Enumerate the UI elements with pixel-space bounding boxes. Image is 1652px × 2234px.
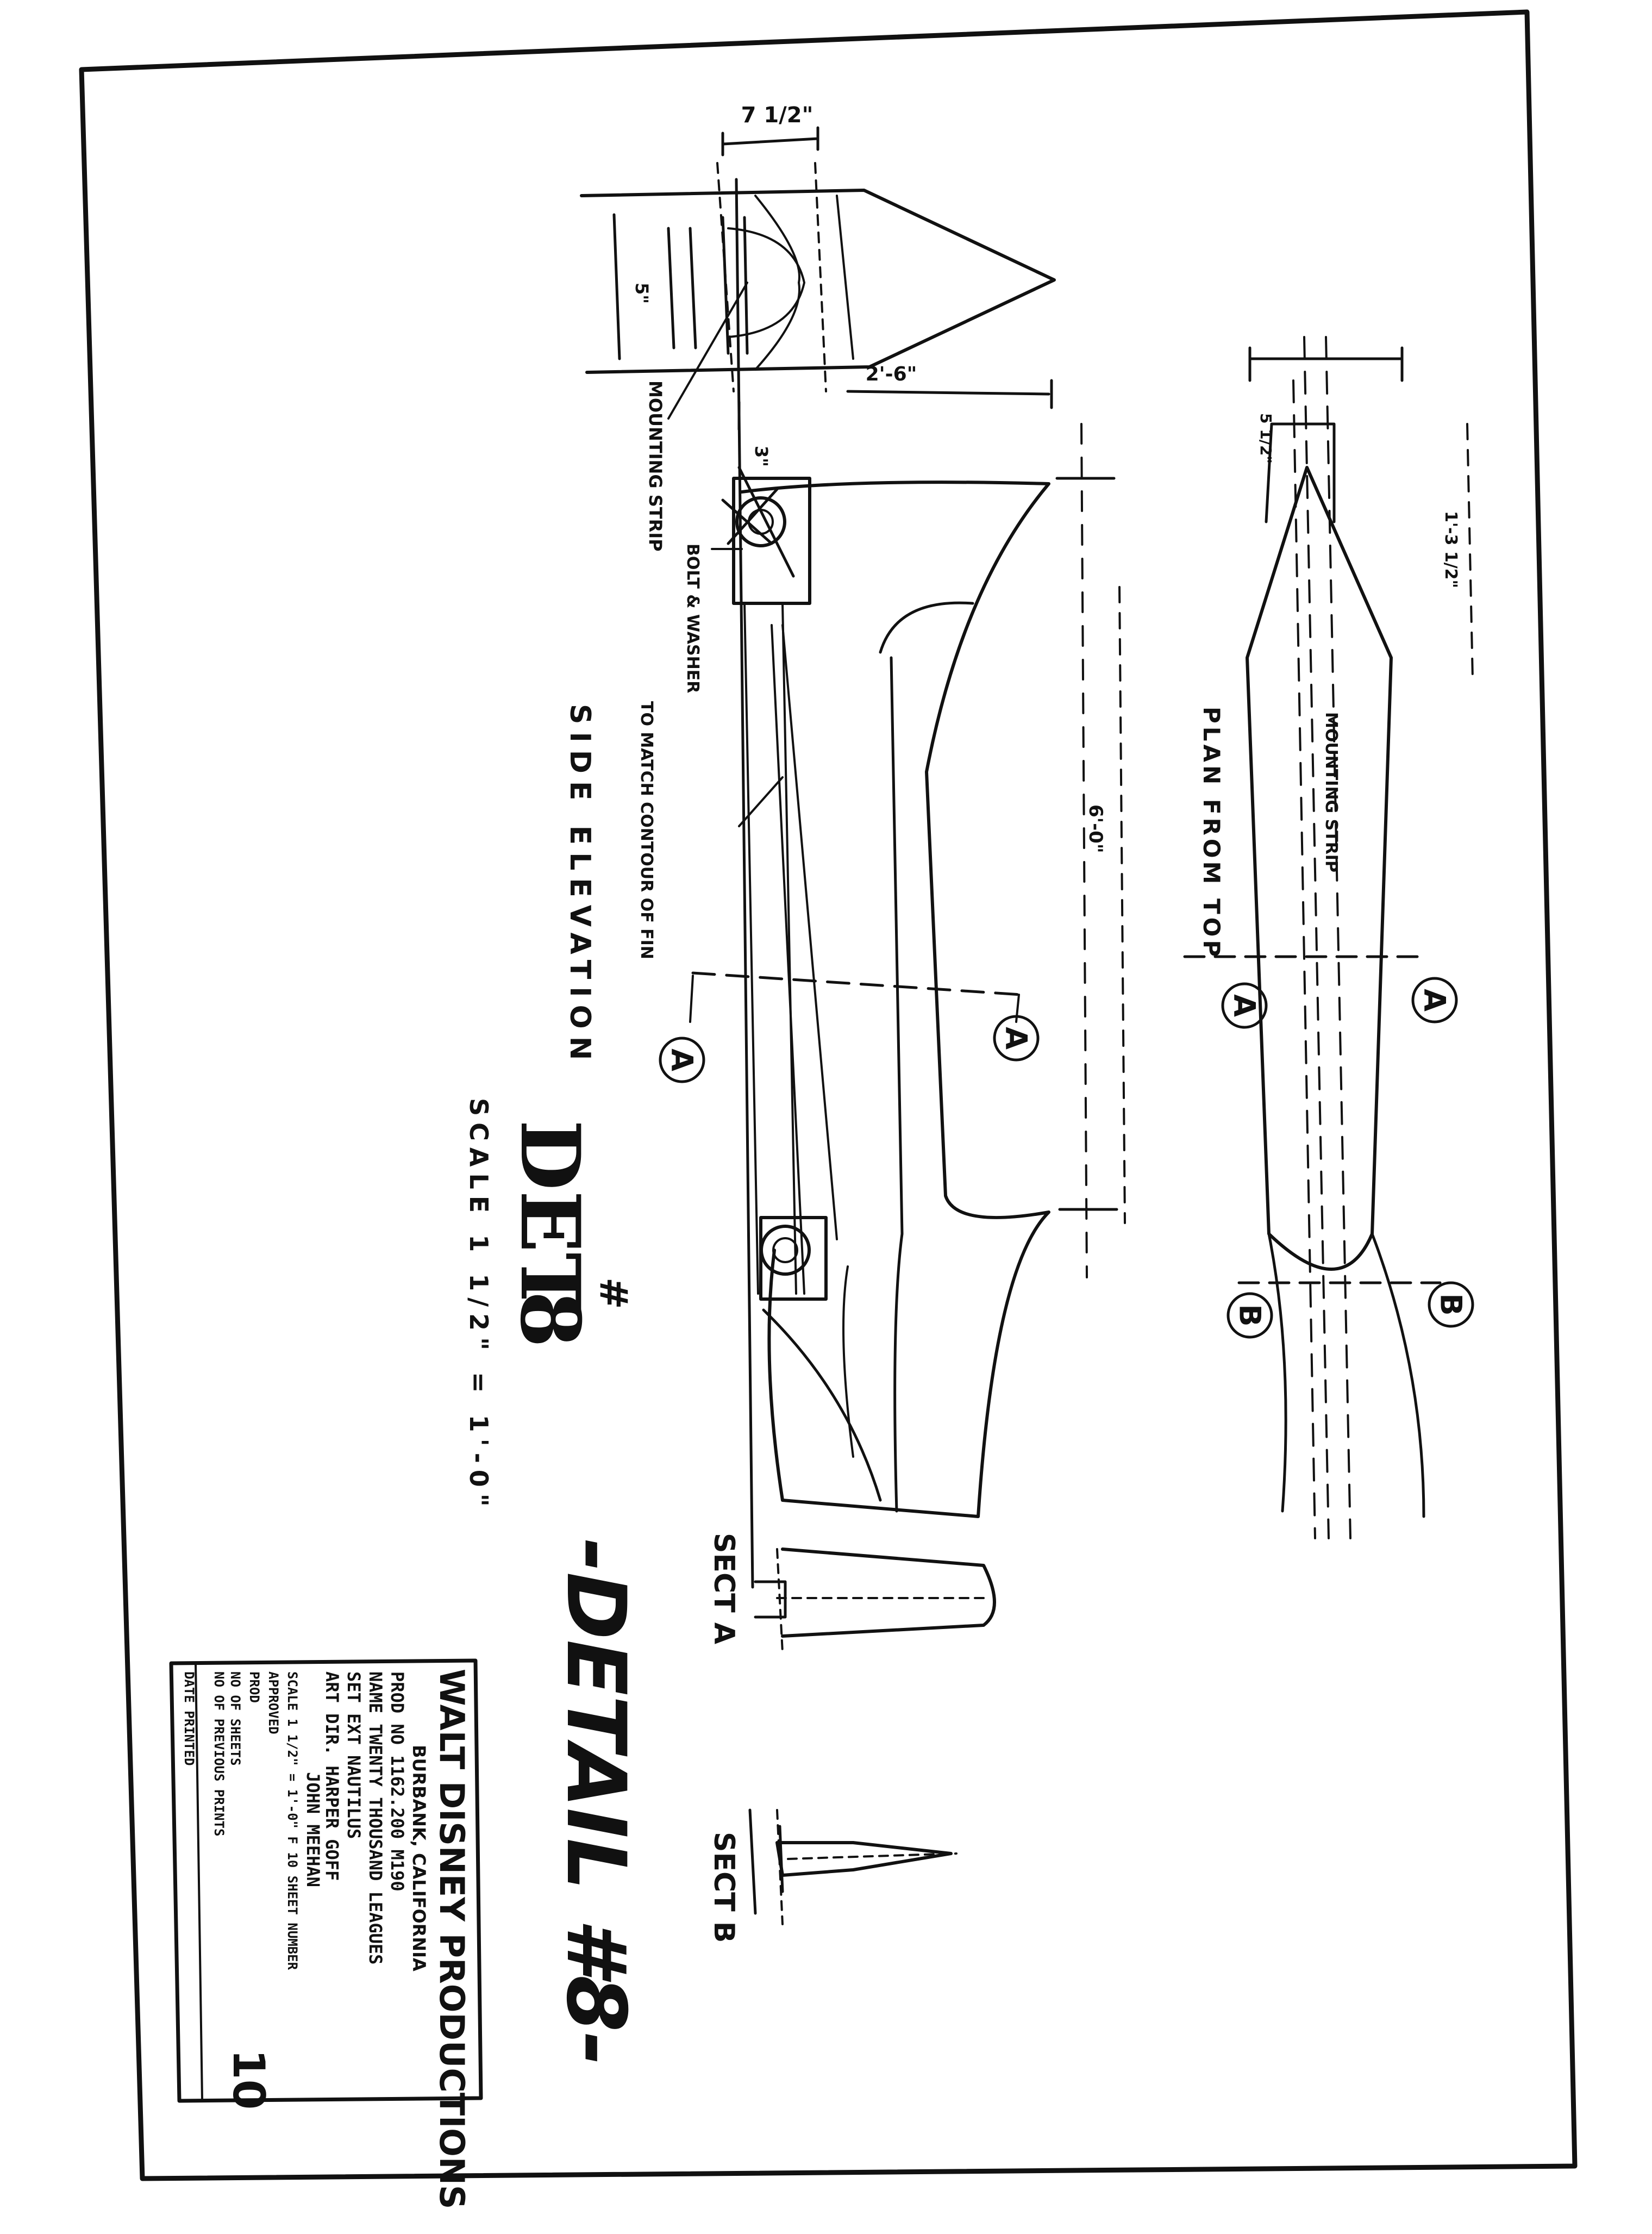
handwritten-detail-title: -DETAIL #8- [548, 1538, 643, 2066]
sheet-border [79, 9, 1578, 2181]
title-block: WALT DISNEY PRODUCTIONS BURBANK, CALIFOR… [169, 1658, 483, 2209]
prod-number: PROD NO 1162.200 M190 [387, 1671, 408, 1892]
detail-title: DET [502, 1120, 598, 1313]
sheet-number: 10 [223, 2049, 274, 2110]
designer-name: JOHN MEEHAN [303, 1772, 323, 1887]
set-name: SET EXT NAUTILUS [343, 1671, 364, 1839]
plan-from-top-title: PLAN FROM TOP [1198, 707, 1225, 960]
dim-7-5-label: 7 1/2" [741, 103, 814, 128]
plan-section-b-right: B [1434, 1293, 1468, 1315]
company-location: BURBANK, CALIFORNIA [409, 1745, 429, 1971]
side-elevation-title: SIDE ELEVATION [564, 704, 596, 1068]
sect-b-label: SECT B [708, 1832, 740, 1943]
detail-number: 8 [502, 1291, 598, 1347]
plan-section-a-right: A [1418, 989, 1452, 1012]
dim-3-label: 3" [751, 446, 772, 467]
plan-dim-side-label: 1'-3 1/2" [1441, 511, 1460, 588]
scale-line: SCALE 1 1/2" = 1'-0" F 10 SHEET NUMBER [285, 1671, 300, 1970]
plan-section-b-left: B [1233, 1304, 1267, 1326]
plan-from-top-view: A A B B PLAN FROM TOP MOUNTING STRIP 6'-… [1085, 336, 1474, 1539]
no-of-sheets-label: NO OF SHEETS [228, 1671, 243, 1765]
detail-number-sup: # [591, 1277, 636, 1309]
art-director: ART DIR. HARPER GOFF [322, 1671, 342, 1881]
match-contour-label: TO MATCH CONTOUR OF FIN [637, 701, 656, 959]
section-a-callout-right: A [999, 1027, 1034, 1050]
no-of-previous-prints-label: NO OF PREVIOUS PRINTS [211, 1671, 227, 1836]
end-view-detail: 7 1/2" 2'-6" 5" 3" [580, 103, 1056, 467]
prod-label: PROD [247, 1671, 262, 1703]
detail-scale: SCALE 1 1/2" = 1'-0" [464, 1098, 493, 1513]
approved-label: APPROVED [266, 1671, 281, 1734]
section-views: SECT A SECT B [708, 1533, 996, 1943]
date-printed-label: DATE PRINTED [182, 1671, 197, 1765]
sect-a-label: SECT A [708, 1533, 740, 1644]
plan-section-a-left: A [1228, 994, 1262, 1017]
mounting-strip-label: MOUNTING STRIP [645, 380, 666, 552]
plan-dim-6-label: 6'-0" [1085, 804, 1106, 853]
dim-5-label: 5" [631, 283, 652, 304]
plan-dim-small-label: 5 1/2" [1257, 413, 1275, 464]
dim-2-6-label: 2'-6" [866, 363, 917, 385]
production-name: NAME TWENTY THOUSAND LEAGUES [365, 1671, 386, 1964]
bolt-washer-label: BOLT & WASHER [683, 544, 702, 693]
section-a-callout-left: A [665, 1049, 699, 1071]
company-name: WALT DISNEY PRODUCTIONS [432, 1669, 472, 2209]
detail-heading: DET # 8 SCALE 1 1/2" = 1'-0" [464, 1098, 636, 1513]
side-elevation-view: A A MOUNTING STRIP BOLT & WASHER TO MATC… [564, 178, 1118, 1589]
plan-mounting-strip-label: MOUNTING STRIP [1322, 712, 1341, 872]
